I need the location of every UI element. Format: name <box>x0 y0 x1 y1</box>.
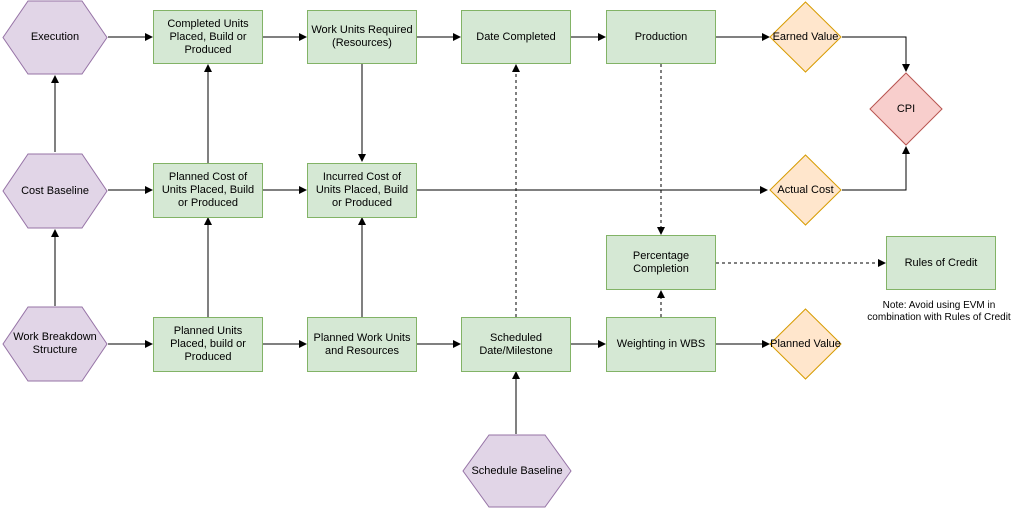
edge-actualcost-cpi <box>842 146 910 191</box>
scheduled-date-box: Scheduled Date/Milestone <box>461 317 571 372</box>
weighting-wbs-box: Weighting in WBS <box>606 317 716 372</box>
actual-cost-diamond: Actual Cost <box>769 154 842 226</box>
cpi-diamond: CPI <box>869 72 943 146</box>
schedule-baseline-node: Schedule Baseline <box>462 434 572 508</box>
percentage-completion-box: Percentage Completion <box>606 235 716 290</box>
planned-work-units-box: Planned Work Units and Resources <box>307 317 417 372</box>
planned-value-diamond: Planned Value <box>769 308 842 380</box>
cpi-label: CPI <box>896 102 916 115</box>
weighting-wbs-label: Weighting in WBS <box>616 338 706 350</box>
planned-cost-units-label: Planned Cost of Units Placed, Build or P… <box>161 171 255 209</box>
wbs-label: Work Breakdown Structure <box>13 331 97 356</box>
percentage-completion-label: Percentage Completion <box>632 249 690 275</box>
actual-cost-label: Actual Cost <box>777 183 834 196</box>
cost-baseline-node: Cost Baseline <box>2 153 108 229</box>
work-units-required-label: Work Units Required (Resources) <box>311 24 413 49</box>
completed-units-label: Completed Units Placed, Build or Produce… <box>167 17 249 56</box>
earned-value-label: Earned Value <box>772 30 839 43</box>
incurred-cost-units-box: Incurred Cost of Units Placed, Build or … <box>307 163 417 218</box>
date-completed-label: Date Completed <box>476 30 556 43</box>
planned-value-label: Planned Value <box>770 337 841 350</box>
edge-earnedvalue-cpi <box>842 36 910 72</box>
schedule-baseline-label: Schedule Baseline <box>471 464 563 477</box>
rules-of-credit-box: Rules of Credit <box>886 236 996 290</box>
planned-work-units-label: Planned Work Units and Resources <box>313 331 411 357</box>
date-completed-box: Date Completed <box>461 10 571 64</box>
cost-baseline-label: Cost Baseline <box>21 184 89 197</box>
rules-of-credit-note: Note: Avoid using EVM in combination wit… <box>867 300 1011 323</box>
planned-units-label: Planned Units Placed, build or Produced <box>170 325 246 363</box>
work-units-required-box: Work Units Required (Resources) <box>307 10 417 64</box>
completed-units-box: Completed Units Placed, Build or Produce… <box>153 10 263 64</box>
rules-of-credit-label: Rules of Credit <box>904 256 978 269</box>
planned-units-box: Planned Units Placed, build or Produced <box>153 317 263 372</box>
incurred-cost-units-label: Incurred Cost of Units Placed, Build or … <box>315 171 409 209</box>
earned-value-diamond: Earned Value <box>769 1 842 73</box>
scheduled-date-label: Scheduled Date/Milestone <box>479 331 553 357</box>
production-label: Production <box>634 30 688 43</box>
execution-label: Execution <box>30 31 80 43</box>
planned-cost-units-box: Planned Cost of Units Placed, Build or P… <box>153 163 263 218</box>
production-box: Production <box>606 10 716 64</box>
execution-node: Execution <box>2 0 108 75</box>
wbs-node: Work Breakdown Structure <box>2 306 108 382</box>
